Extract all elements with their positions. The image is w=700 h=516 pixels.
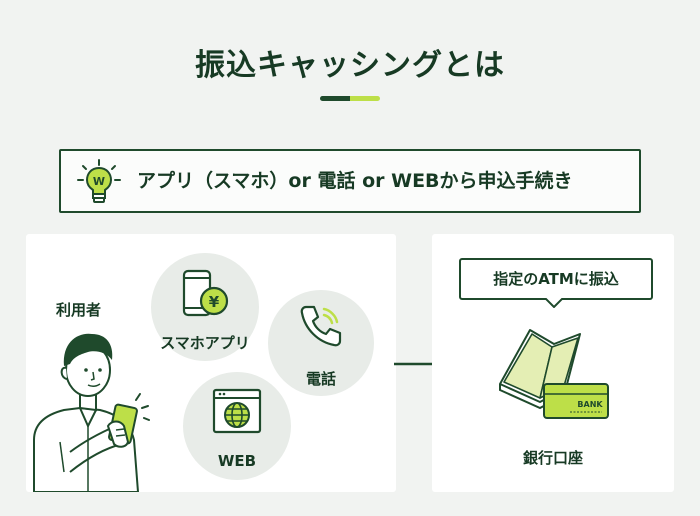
lightbulb-icon: W [75,158,123,206]
user-illustration [30,322,150,492]
browser-globe-icon [212,388,262,436]
phone-circle [268,290,374,396]
user-label: 利用者 [56,301,102,319]
bulb-letter: W [93,175,105,188]
phone-icon [298,303,344,349]
method-text: アプリ（スマホ）or 電話 or WEBから申込手続き [137,170,573,192]
bank-account-label: 銀行口座 [522,449,583,467]
web-label: WEB [217,452,257,470]
page-title: 振込キャッシングとは [195,48,505,83]
yen-symbol: ¥ [209,293,220,311]
card-text: BANK [577,400,603,409]
title-underline-light [350,96,380,101]
callout-tail [545,298,563,308]
title-underline-dark [320,96,350,101]
atm-transfer-callout: 指定のATMに振込 [459,258,653,300]
bankbook-card-icon: BANK [494,322,614,422]
application-method-box: W アプリ（スマホ）or 電話 or WEBから申込手続き [59,149,641,213]
phone-label: 電話 [305,370,336,388]
title-underline [320,96,380,101]
smartphone-yen-icon: ¥ [180,268,232,320]
smartphone-app-label: スマホアプリ [160,334,250,352]
